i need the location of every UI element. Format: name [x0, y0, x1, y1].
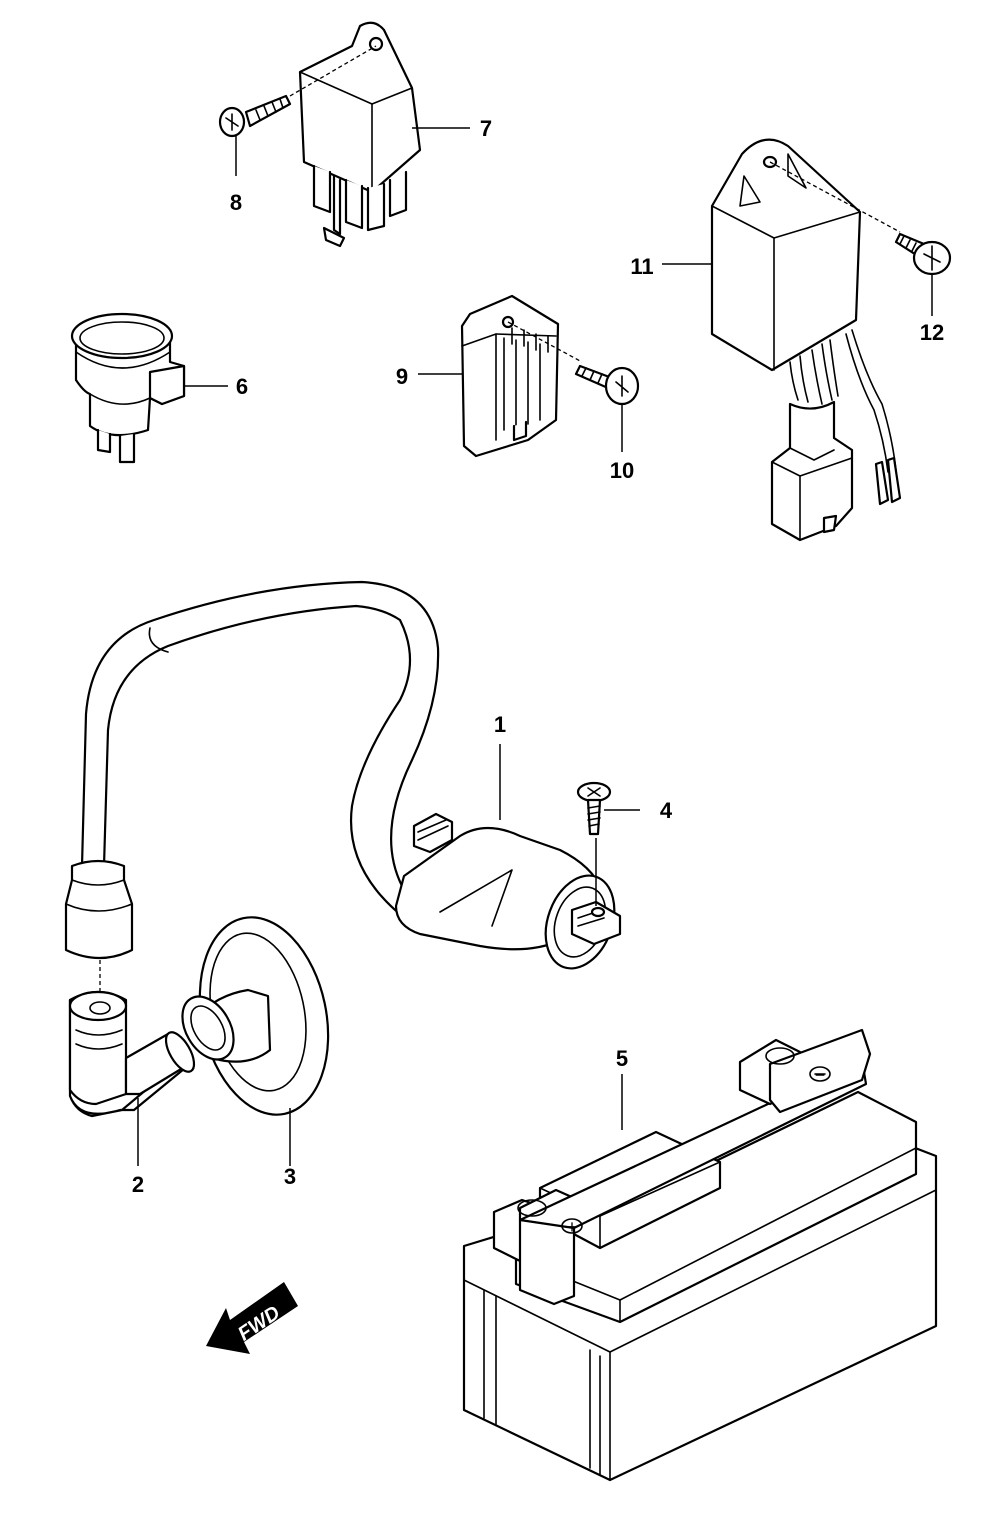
callout-9: 9	[396, 364, 408, 389]
high-tension-lead	[80, 580, 440, 918]
fwd-arrow-icon: FWD	[206, 1282, 298, 1354]
relay-part-7	[289, 21, 422, 248]
flasher-part-6	[70, 312, 186, 464]
callout-5: 5	[616, 1046, 628, 1071]
battery-part-5	[462, 1028, 938, 1482]
screw-part-4	[576, 781, 612, 836]
spark-plug-cap-part-2	[68, 990, 196, 1118]
cdi-unit-part-11	[710, 138, 902, 542]
battery-negative-symbol: −	[815, 1065, 826, 1085]
screw-part-12	[894, 232, 952, 316]
callout-2: 2	[132, 1172, 144, 1197]
screw-part-8	[218, 94, 292, 176]
callout-4: 4	[660, 798, 673, 823]
callout-11: 11	[630, 254, 653, 279]
screw-part-10	[574, 364, 640, 452]
callout-3: 3	[284, 1164, 296, 1189]
callout-8: 8	[230, 190, 242, 215]
cover-part-3	[181, 916, 330, 1116]
ignition-coil-part-1	[394, 812, 622, 970]
callout-12: 12	[920, 320, 944, 345]
callout-7: 7	[480, 116, 492, 141]
callout-10: 10	[610, 458, 634, 483]
battery-positive-symbol: +	[567, 1217, 578, 1237]
rubber-boot	[64, 859, 134, 960]
regulator-part-9	[460, 294, 583, 458]
callout-6: 6	[236, 374, 248, 399]
callout-1: 1	[494, 712, 506, 737]
